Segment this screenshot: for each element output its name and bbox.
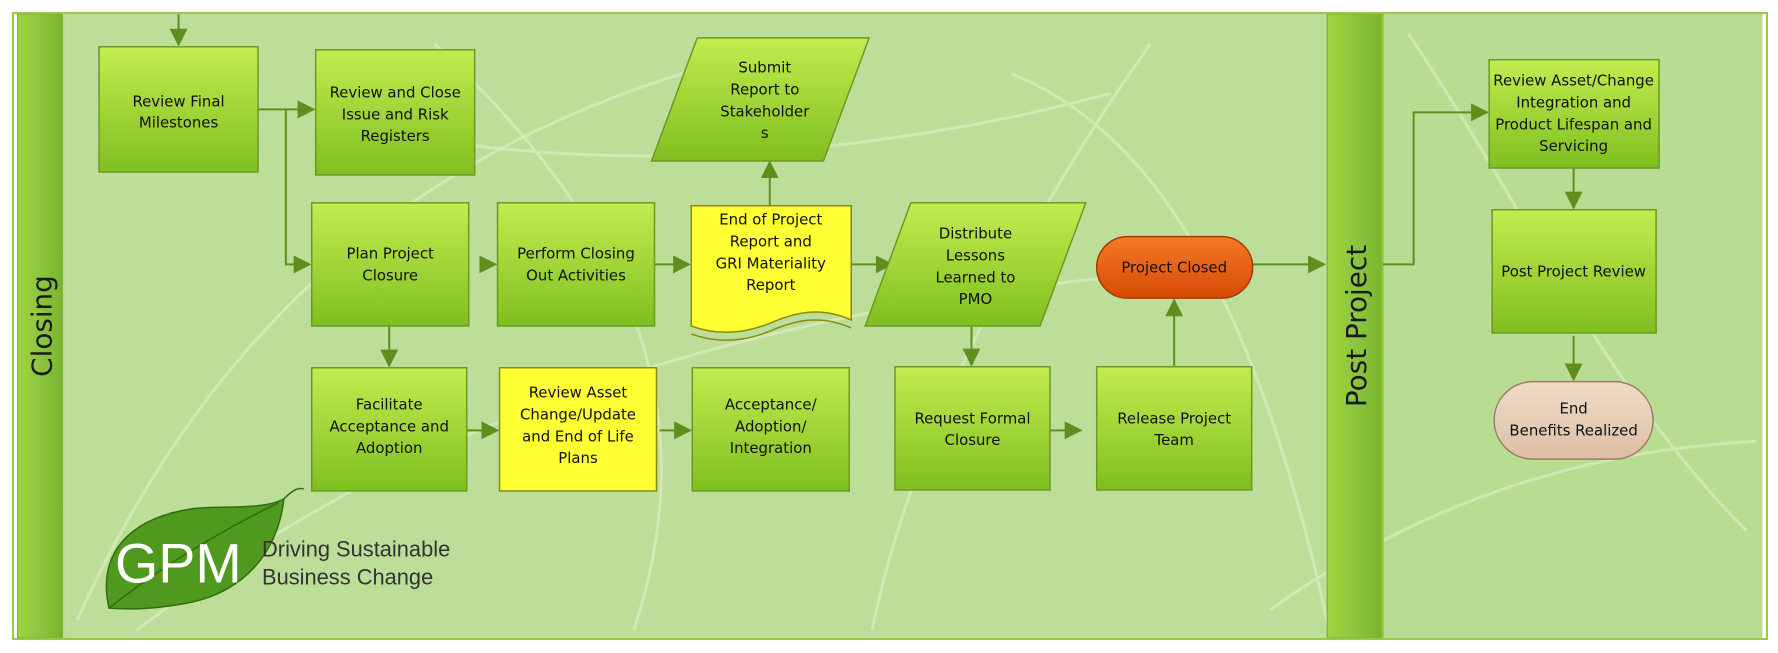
node-line: Report and [730, 233, 812, 251]
svg-text:Post Project Review: Post Project Review [1501, 262, 1646, 280]
svg-text:Project Closed: Project Closed [1121, 258, 1227, 276]
node-line: Change/Update [520, 405, 636, 423]
node-line: Request Formal [914, 409, 1030, 427]
node-line: Acceptance and [329, 417, 448, 435]
node-line: PMO [959, 290, 993, 308]
node-line: and End of Life [522, 427, 634, 445]
post-project-lane-label: Post Project [1340, 245, 1373, 407]
connectors [169, 14, 1583, 440]
logo-tagline-2: Business Change [262, 564, 433, 589]
node-line: Product Lifespan and [1495, 115, 1652, 133]
node-line: Adoption [356, 439, 422, 457]
node-line: Review Asset/Change [1493, 72, 1654, 90]
node-line: Benefits Realized [1509, 421, 1637, 439]
svg-text:Acceptance/Adoption/Integratio: Acceptance/Adoption/Integration [725, 395, 818, 457]
node-line: Closure [945, 431, 1001, 449]
gpm-logo: GPM Driving Sustainable Business Change [105, 487, 450, 610]
node-line: Acceptance/ [725, 395, 818, 413]
post-project-review-node: Post Project Review [1491, 209, 1657, 334]
node-line: Release Project [1117, 409, 1231, 427]
node-line: Distribute [939, 225, 1012, 243]
node-line: End of Project [719, 211, 822, 229]
node-line: Issue and Risk [342, 105, 449, 123]
closing-lane-label: Closing [25, 275, 58, 377]
logo-mark: GPM [115, 532, 242, 594]
node-line: Adoption/ [735, 417, 807, 435]
node-line: s [761, 124, 769, 142]
node-line: Integration [730, 439, 812, 457]
node-line: GRI Materiality [716, 254, 826, 272]
node-line: Plans [558, 449, 598, 467]
node-line: Milestones [139, 113, 219, 131]
node-line: Plan Project [347, 244, 435, 262]
node-line: Perform Closing [517, 244, 635, 262]
node-line: Project Closed [1121, 258, 1227, 276]
node-line: End [1559, 399, 1587, 417]
node-line: Out Activities [526, 266, 626, 284]
post-project-lane-bar [1326, 14, 1384, 638]
node-line: Submit [738, 59, 791, 77]
node-line: Report to [730, 80, 799, 98]
node-line: Team [1153, 431, 1193, 449]
node-line: Learned to [935, 268, 1015, 286]
node-line: Registers [361, 127, 430, 145]
node-line: Closure [362, 266, 418, 284]
node-line: Review and Close [330, 83, 461, 101]
node-line: Integration and [1516, 93, 1631, 111]
node-line: Review Asset [529, 384, 628, 402]
node-line: Servicing [1539, 137, 1608, 155]
node-line: Review Final [132, 92, 224, 110]
node-line: Lessons [946, 246, 1005, 264]
node-line: Report [746, 276, 796, 294]
project-closed-terminator: Project Closed [1095, 235, 1254, 299]
node-line: Stakeholder [720, 102, 810, 120]
node-line: Facilitate [356, 395, 423, 413]
node-line: Post Project Review [1501, 262, 1646, 280]
logo-tagline-1: Driving Sustainable [262, 537, 450, 562]
closing-lane-bar [17, 14, 63, 638]
acceptance-adoption-node: Acceptance/Adoption/Integration [691, 366, 851, 492]
